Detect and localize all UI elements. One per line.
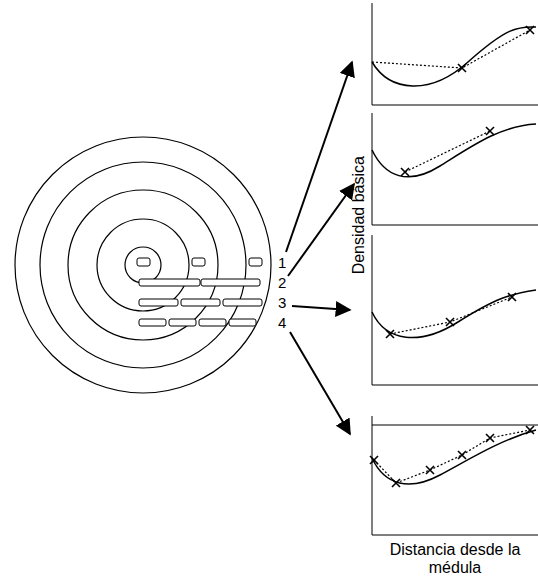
sample-number: 2 [278, 274, 286, 291]
chart-axes [372, 3, 538, 535]
axis-title: Distancia desde la médula [380, 541, 530, 578]
sample-number: 3 [278, 294, 286, 311]
sample-markers [370, 26, 534, 487]
pointer-arrows [286, 62, 354, 434]
sample-trend-lines [372, 30, 530, 483]
wood-samples [137, 258, 262, 326]
axis-title: Densidad básica [350, 156, 368, 274]
density-curves [372, 27, 536, 484]
sample-number: 1 [278, 254, 286, 271]
log-rings [15, 137, 271, 393]
sample-number: 4 [278, 314, 286, 331]
